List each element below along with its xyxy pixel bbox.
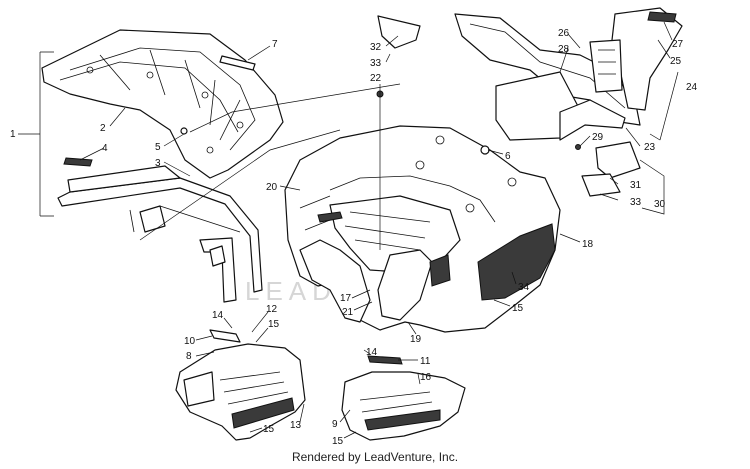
- callout-24: 24: [686, 82, 698, 93]
- right-footwell: [341, 371, 466, 441]
- callout-22: 22: [370, 73, 382, 84]
- screw: [575, 144, 581, 150]
- callout-1: 1: [10, 129, 16, 140]
- callout-12: 12: [266, 304, 278, 315]
- callout-7: 7: [272, 39, 278, 50]
- callout-15-left-upper: 15: [268, 319, 280, 330]
- callout-26: 26: [558, 28, 570, 39]
- callout-10: 10: [184, 336, 196, 347]
- group-bracket-30: [639, 159, 665, 215]
- callout-28: 28: [558, 44, 570, 55]
- callout-20: 20: [266, 182, 278, 193]
- callout-14-left: 14: [212, 310, 224, 321]
- right-footrest-pad: [367, 355, 403, 365]
- callout-16: 16: [420, 372, 432, 383]
- rear-rack: [41, 29, 284, 179]
- footer-credit: Rendered by LeadVenture, Inc.: [291, 450, 459, 464]
- left-footrest-pad: [209, 329, 241, 343]
- plug: [480, 145, 490, 155]
- front-fender: [454, 7, 683, 141]
- callout-4: 4: [102, 143, 108, 154]
- callout-15-left-lower: 15: [263, 424, 275, 435]
- front-emblem: [647, 11, 677, 23]
- callout-2: 2: [100, 123, 106, 134]
- callout-27: 27: [672, 39, 684, 50]
- callout-5: 5: [155, 142, 161, 153]
- callout-34: 34: [518, 282, 530, 293]
- mount-bracket-right: [595, 141, 641, 179]
- callout-32: 32: [370, 42, 382, 53]
- callout-21: 21: [342, 307, 354, 318]
- callout-17: 17: [340, 293, 352, 304]
- callout-30: 30: [654, 199, 666, 210]
- callout-25: 25: [670, 56, 682, 67]
- callout-11: 11: [420, 356, 431, 367]
- reflector-plate: [63, 157, 93, 167]
- callout-33-right: 33: [630, 197, 642, 208]
- callout-33-top: 33: [370, 58, 382, 69]
- mount-bracket-left: [377, 15, 421, 49]
- callout-19: 19: [410, 334, 422, 345]
- left-footwell: [175, 343, 306, 441]
- mount-plate: [581, 173, 621, 197]
- callout-15-fender: 15: [512, 303, 524, 314]
- callout-labels: 1 2 3 4 5 6 7 8 9 10 11 12 13 14 14 15 1…: [10, 28, 698, 447]
- callout-8: 8: [186, 351, 192, 362]
- leader-lines: [18, 21, 673, 439]
- bolt: [180, 127, 188, 135]
- rack-decal: [219, 55, 256, 71]
- callout-18: 18: [582, 239, 594, 250]
- callout-3: 3: [155, 158, 161, 169]
- rack-frame: [57, 165, 263, 303]
- callout-13: 13: [290, 420, 302, 431]
- group-bracket-24: [649, 71, 679, 141]
- rear-fender: [284, 125, 561, 333]
- callout-9: 9: [332, 419, 338, 430]
- callout-23: 23: [644, 142, 656, 153]
- callout-29: 29: [592, 132, 604, 143]
- callout-6: 6: [505, 151, 511, 162]
- callout-14-right: 14: [366, 347, 378, 358]
- callout-15-right-lower: 15: [332, 436, 344, 447]
- callout-31: 31: [630, 180, 642, 191]
